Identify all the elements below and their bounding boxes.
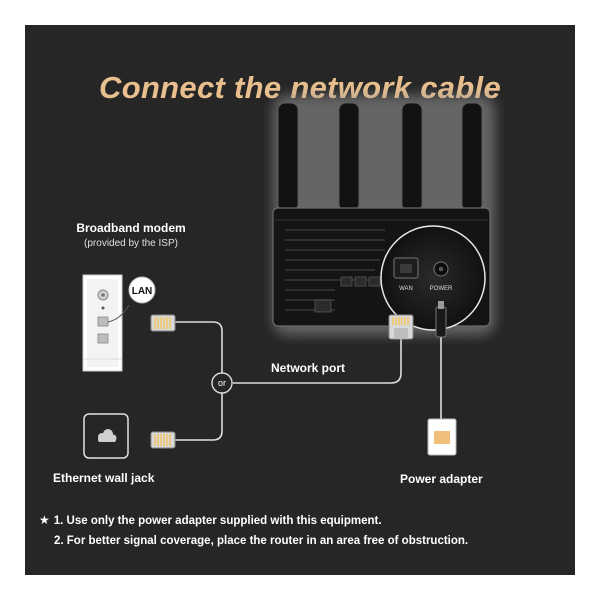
lan-badge: LAN bbox=[107, 276, 156, 323]
modem-icon bbox=[82, 274, 123, 372]
power-port-label: POWER bbox=[430, 286, 453, 292]
wan-plug-icon bbox=[388, 314, 414, 340]
modem-plug-icon bbox=[150, 314, 176, 332]
wall-jack-plug-icon bbox=[150, 431, 176, 449]
power-adapter-icon bbox=[427, 418, 457, 456]
cloud-icon bbox=[98, 429, 117, 442]
note-2: 2. For better signal coverage, place the… bbox=[54, 535, 469, 547]
network-port-label: Network port bbox=[271, 361, 346, 375]
diagram-drawing: WAN POWER or bbox=[82, 95, 495, 459]
wan-port-label: WAN bbox=[399, 286, 413, 292]
power-adapter-label: Power adapter bbox=[400, 472, 483, 486]
lan-badge-label: LAN bbox=[132, 286, 153, 297]
diagram-panel: Connect the network cable bbox=[25, 25, 575, 575]
router-antennas bbox=[277, 102, 483, 212]
wall-jack-icon bbox=[83, 413, 129, 459]
network-cables bbox=[175, 321, 442, 441]
modem-title: Broadband modem bbox=[76, 221, 186, 235]
power-plug-icon bbox=[435, 301, 447, 338]
or-junction: or bbox=[211, 372, 233, 394]
router-port-callout: WAN POWER bbox=[380, 225, 486, 331]
note-1: ★1. Use only the power adapter supplied … bbox=[39, 513, 382, 527]
or-junction-label: or bbox=[218, 378, 226, 388]
wall-jack-label: Ethernet wall jack bbox=[53, 471, 155, 485]
modem-note: (provided by the ISP) bbox=[84, 238, 178, 249]
star-icon: ★ bbox=[39, 513, 50, 527]
note-1-text: 1. Use only the power adapter supplied w… bbox=[53, 515, 382, 527]
